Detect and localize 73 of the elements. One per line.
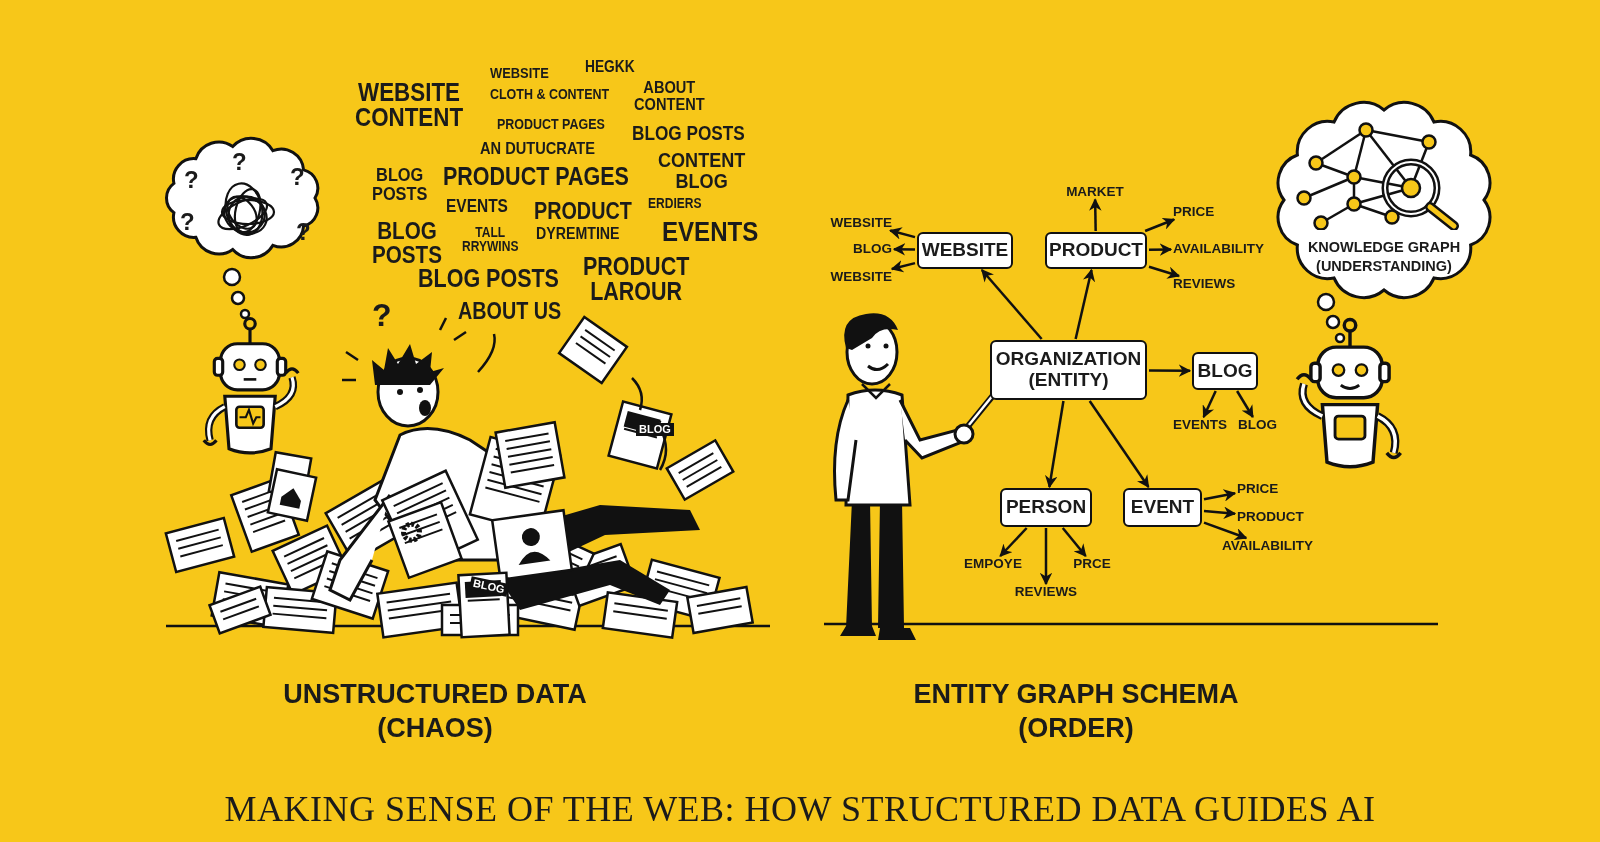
attribute-label: EMPOYE: [964, 557, 1022, 571]
arrow: [1203, 506, 1237, 519]
arrow: [1148, 265, 1181, 279]
entity-box: WEBSITE: [917, 232, 1013, 269]
word-cloud-text: CLOTH & CONTENT: [490, 87, 610, 102]
word-cloud-text: PRODUCT PAGES: [443, 164, 629, 189]
title: MAKING SENSE OF THE WEB: HOW STRUCTURED DATA GUIDES AI: [223, 788, 1377, 830]
entity-box: EVENT: [1123, 488, 1202, 527]
word-cloud-text: PRODUCT LAROUR: [583, 254, 690, 303]
arrow: [890, 260, 916, 273]
attribute-label: AVAILABILITY: [1173, 242, 1264, 256]
word-cloud-text: PRODUCT PAGES: [497, 117, 605, 132]
word-cloud-text: EVENTS: [662, 218, 759, 246]
word-cloud-text: BLOG POSTS: [632, 124, 745, 144]
attribute-label: PRICE: [1237, 482, 1279, 496]
entity-box: ORGANIZATION (ENTITY): [990, 340, 1147, 400]
attribute-label: PRICE: [1173, 205, 1215, 219]
arrow: [1144, 217, 1176, 233]
word-cloud-text: ABOUT US: [458, 300, 562, 323]
cloud-text: KNOWLEDGE GRAPH (UNDERSTANDING): [1306, 238, 1462, 276]
attribute-label: AVAILABILITY: [1222, 539, 1313, 553]
arrow: [1045, 400, 1065, 489]
arrow: [1149, 364, 1192, 377]
question-mark: ?: [372, 300, 392, 332]
attribute-label: MARKET: [1066, 185, 1124, 199]
question-mark: ?: [290, 165, 305, 189]
arrow: [892, 243, 916, 256]
arrow: [980, 269, 1043, 340]
arrow: [1236, 390, 1254, 419]
arrow: [1202, 390, 1217, 419]
entity-box: PRODUCT: [1045, 232, 1147, 269]
word-cloud-text: WEBSITE CONTENT: [355, 80, 464, 131]
word-cloud-text: WEBSITE: [490, 66, 549, 81]
word-cloud-text: ABOUT CONTENT: [634, 80, 705, 114]
arrow: [999, 527, 1028, 557]
word-cloud-text: AN DUTUCRATE: [480, 141, 596, 158]
attribute-label: REVIEWS: [1014, 585, 1078, 599]
word-cloud-text: TALL RRYWINS: [462, 226, 519, 254]
paper-label: BLOG: [636, 423, 674, 436]
word-cloud-text: BLOG POSTS: [372, 166, 428, 204]
word-cloud-text: EVENTS: [446, 198, 508, 216]
question-mark: ?: [184, 168, 199, 192]
section-caption: ENTITY GRAPH SCHEMA (ORDER): [912, 678, 1240, 745]
question-mark: ?: [180, 210, 195, 234]
question-mark: ?: [296, 220, 311, 244]
arrow: [1149, 243, 1173, 256]
arrow: [1088, 400, 1150, 489]
arrow: [889, 227, 916, 240]
attribute-label: EVENTS: [1173, 418, 1227, 432]
section-caption: UNSTRUCTURED DATA (CHAOS): [282, 678, 588, 745]
word-cloud-text: CONTENT BLOG: [658, 150, 746, 192]
entity-box: BLOG: [1192, 352, 1258, 390]
word-cloud-text: HEGKK: [585, 59, 635, 75]
arrow: [1089, 198, 1102, 232]
attribute-label: REVIEWS: [1173, 277, 1236, 291]
word-cloud-text: BLOG POSTS: [372, 219, 442, 267]
arrow: [1061, 527, 1087, 557]
arrow: [1074, 268, 1096, 340]
arrow: [1203, 521, 1248, 540]
attribute-label: BLOG: [1238, 418, 1277, 432]
entity-box: PERSON: [1000, 488, 1092, 527]
word-cloud-text: DYREMTINE: [536, 225, 620, 242]
arrow: [1039, 528, 1053, 586]
word-cloud-text: ERDIERS: [648, 197, 702, 211]
word-cloud-text: PRODUCT: [534, 200, 632, 223]
attribute-label: BLOG: [853, 242, 892, 256]
attribute-label: WEBSITE: [830, 216, 892, 230]
attribute-label: PRODUCT: [1237, 510, 1304, 524]
question-mark: ?: [232, 150, 247, 174]
word-cloud-text: BLOG POSTS: [418, 266, 559, 291]
attribute-label: WEBSITE: [830, 270, 892, 284]
arrow: [1203, 489, 1237, 502]
attribute-label: PRCE: [1073, 557, 1111, 571]
